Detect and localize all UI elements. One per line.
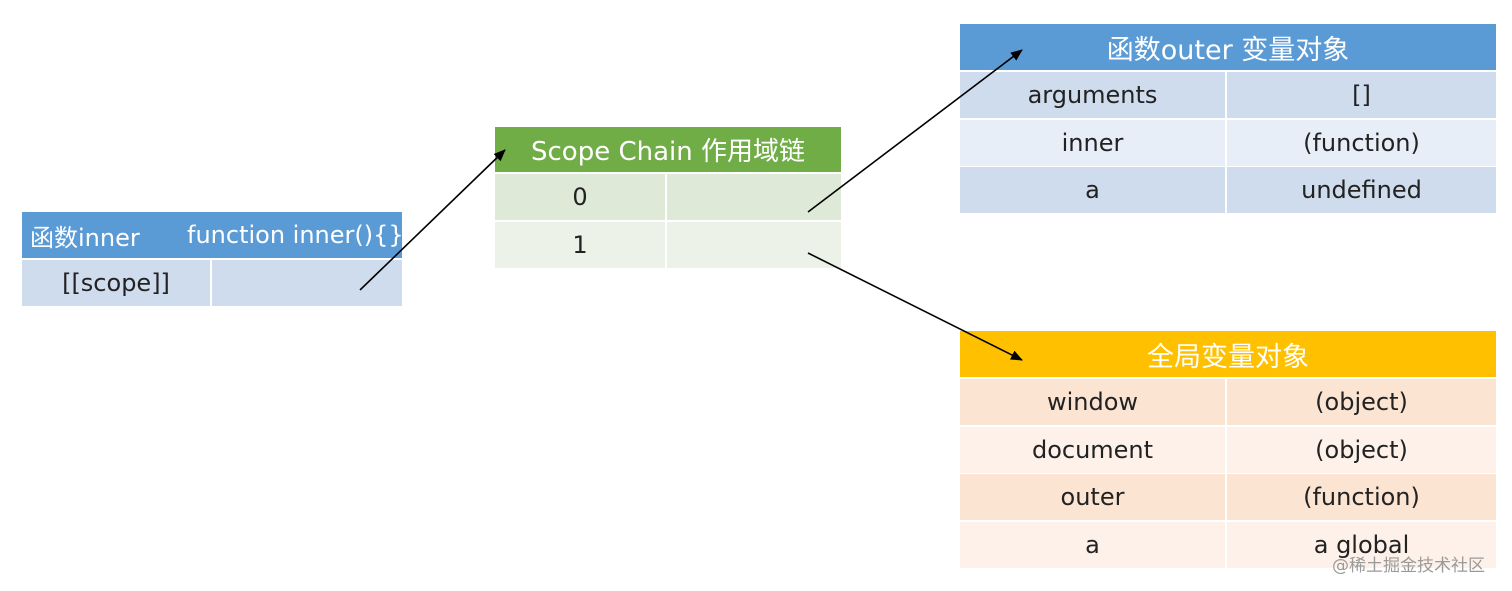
scope-chain-index: 1 bbox=[495, 222, 667, 268]
outer-vo-key: inner bbox=[960, 120, 1227, 166]
scope-chain-row: 1 bbox=[495, 222, 841, 268]
outer-vo-value: undefined bbox=[1301, 176, 1422, 204]
outer-vo-row: inner (function) bbox=[960, 120, 1496, 166]
inner-function-title: 函数inner bbox=[30, 223, 140, 252]
global-vo-key: outer bbox=[960, 474, 1227, 520]
inner-function-code: function inner(){} bbox=[187, 221, 404, 249]
global-vo-row: outer (function) bbox=[960, 474, 1496, 520]
global-vo-row: window (object) bbox=[960, 379, 1496, 425]
global-vo-value: (function) bbox=[1303, 483, 1420, 511]
global-vo-key: window bbox=[960, 379, 1227, 425]
outer-variable-object-header: 函数outer 变量对象 bbox=[960, 24, 1496, 70]
inner-scope-row: [[scope]] bbox=[22, 260, 402, 306]
global-variable-object-header: 全局变量对象 bbox=[960, 331, 1496, 377]
outer-vo-value: [] bbox=[1352, 81, 1371, 109]
inner-function-header: 函数inner function inner(){} bbox=[22, 212, 404, 258]
outer-vo-key: a bbox=[960, 167, 1227, 213]
watermark: @稀土掘金技术社区 bbox=[1332, 556, 1485, 576]
global-vo-row: document (object) bbox=[960, 427, 1496, 473]
global-vo-row: a a global bbox=[960, 522, 1496, 568]
global-vo-value: a global bbox=[1313, 531, 1410, 559]
outer-vo-row: a undefined bbox=[960, 167, 1496, 213]
global-vo-value: (object) bbox=[1315, 388, 1408, 416]
global-vo-key: document bbox=[960, 427, 1227, 473]
arrow-scope1-to-global-vo bbox=[807, 252, 1023, 361]
scope-chain-header: Scope Chain 作用域链 bbox=[495, 127, 841, 172]
scope-chain-row: 0 bbox=[495, 174, 841, 220]
global-vo-key: a bbox=[960, 522, 1227, 568]
arrow-inner-to-scope-chain bbox=[359, 149, 506, 291]
inner-scope-key: [[scope]] bbox=[22, 260, 212, 306]
outer-vo-value: (function) bbox=[1303, 129, 1420, 157]
scope-chain-index: 0 bbox=[495, 174, 667, 220]
outer-vo-key: arguments bbox=[960, 72, 1227, 118]
arrow-scope0-to-outer-vo bbox=[807, 49, 1023, 213]
outer-vo-row: arguments [] bbox=[960, 72, 1496, 118]
global-vo-value: (object) bbox=[1315, 436, 1408, 464]
